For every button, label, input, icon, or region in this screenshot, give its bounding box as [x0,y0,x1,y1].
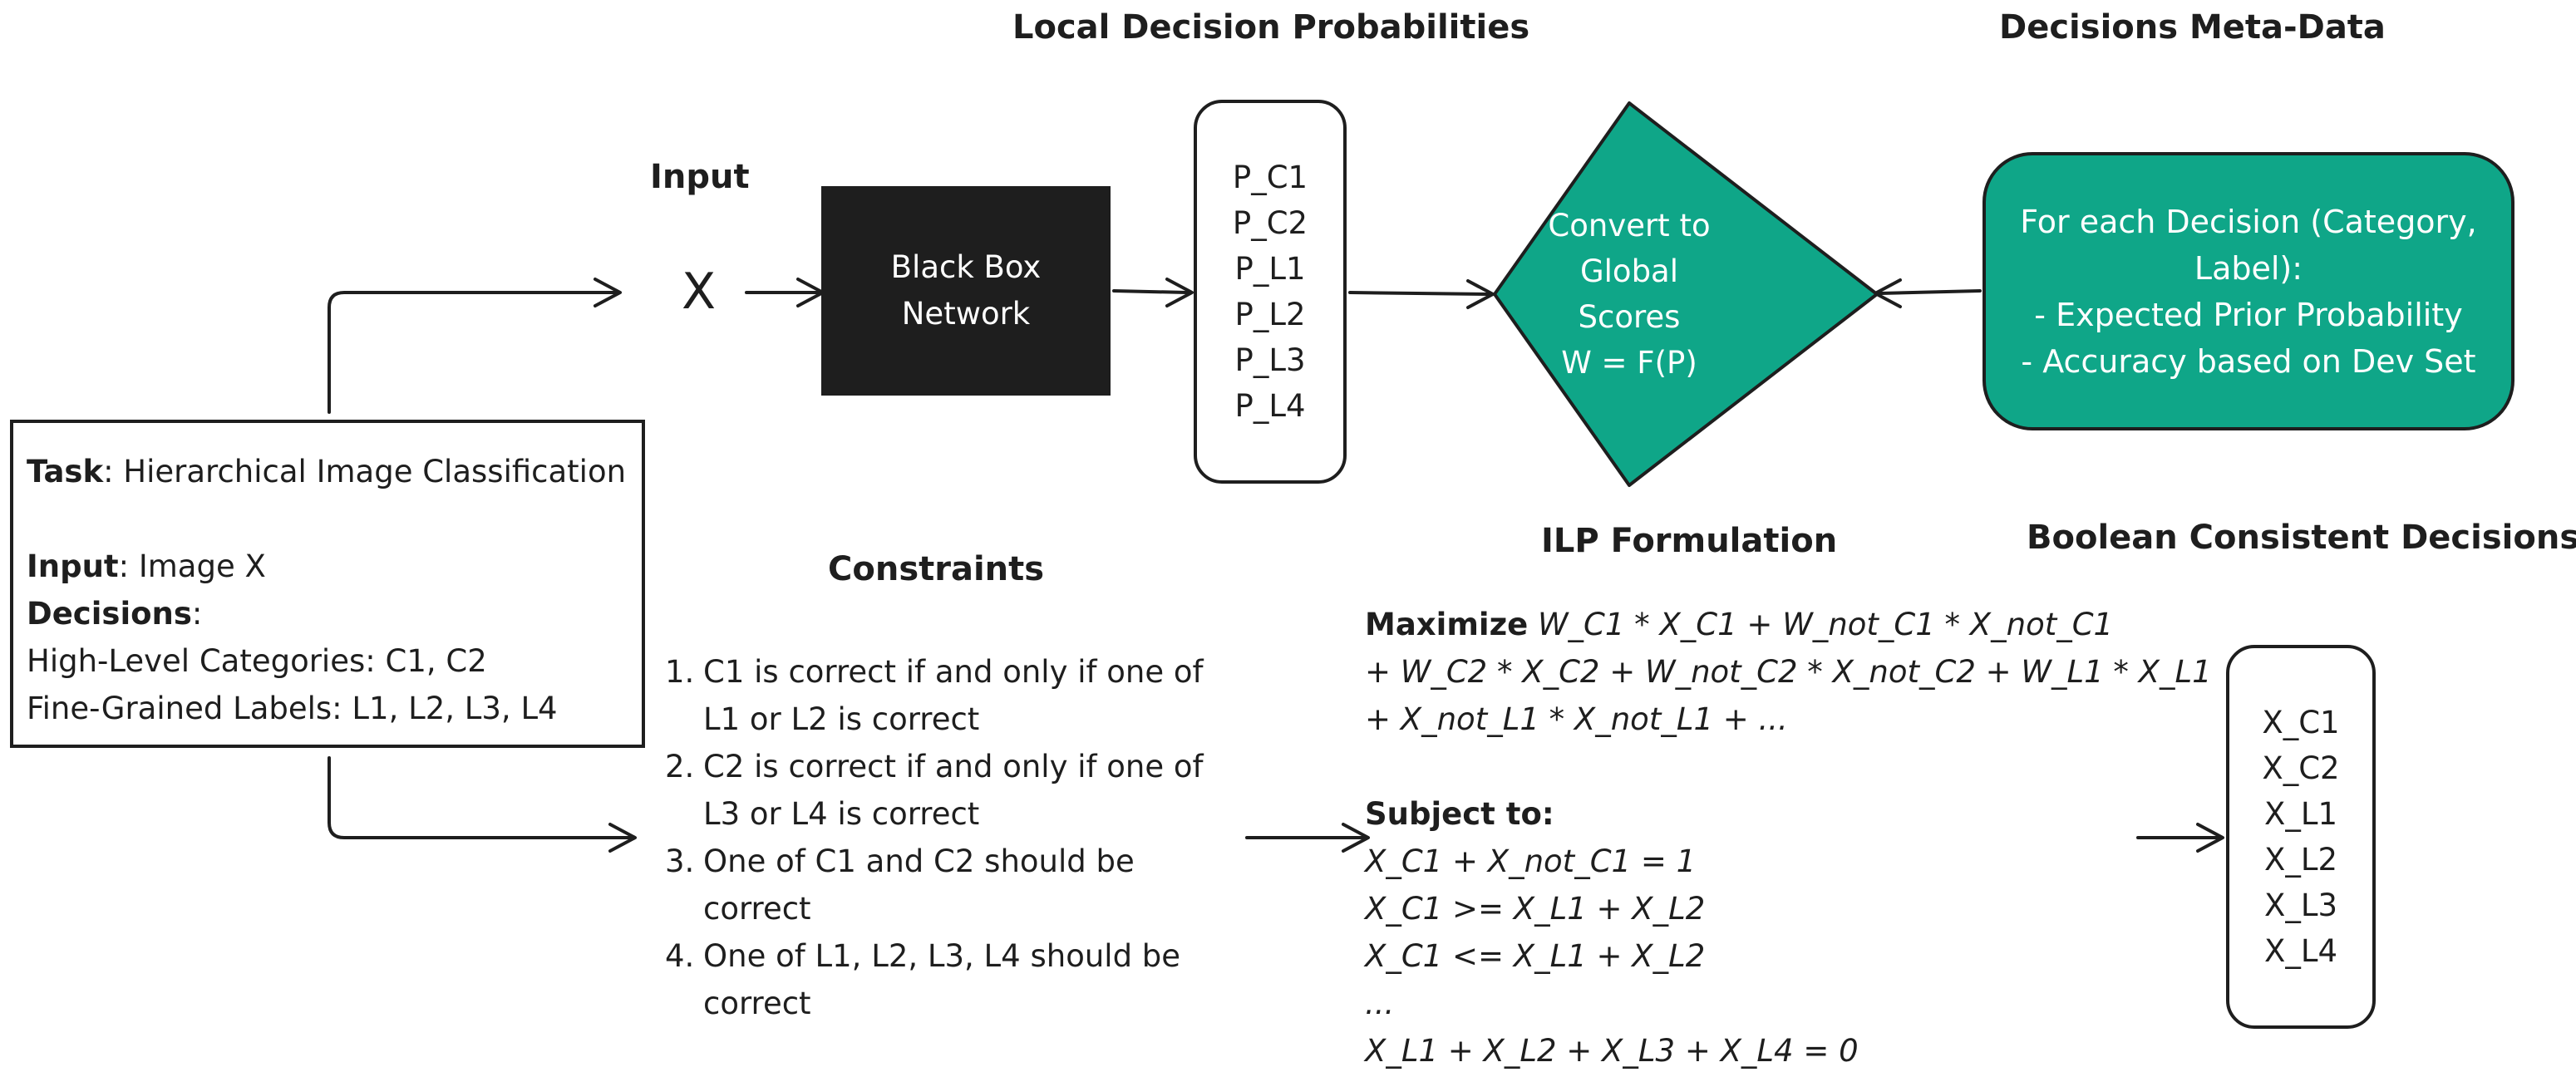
decision-item: X_L4 [2263,933,2337,969]
black-box-line-1: Black Box [890,249,1042,285]
constraint-text: C1 is correct if and only if one of [703,654,1204,690]
constraint-item: 2. C2 is correct if and only if one of L… [665,743,1204,838]
decisions-label: Decisions [27,596,192,632]
convert-diamond [1493,101,1879,487]
input-symbol: X [682,263,717,321]
constraint-item: 1. C1 is correct if and only if one of L… [665,648,1204,743]
heading-local-decision-probabilities: Local Decision Probabilities [1012,8,1530,47]
task-label: Task [27,454,104,489]
probability-item: P_L4 [1234,388,1306,424]
ilp-constraint-line: X_C1 >= X_L1 + X_L2 [1365,891,1706,927]
ilp-constraint-line: X_L1 + X_L2 + X_L3 + X_L4 = 0 [1365,1033,1859,1069]
arrow-probabilities-to-convert [1348,291,1490,296]
task-box: Task: Hierarchical Image Classification … [10,420,645,748]
arrowhead-blackbox-to-probabilities [1165,278,1194,307]
task-line: Task: Hierarchical Image Classification [27,448,628,495]
probability-item: P_L3 [1234,342,1306,378]
arrow-task-to-input [328,291,617,414]
ilp-formulation: Maximize W_C1 * X_C1 + W_not_C1 * X_not_… [1365,601,2212,1072]
black-box-line-2: Network [901,296,1031,332]
decisions-line: Decisions: [27,590,628,637]
objective-line-1: Maximize W_C1 * X_C1 + W_not_C1 * X_not_… [1365,601,2212,648]
decision-item: X_L2 [2263,842,2337,878]
heading-constraints: Constraints [828,550,1045,588]
heading-boolean-consistent-decisions: Boolean Consistent Decisions [2027,519,2576,557]
fine-grained-labels: Fine-Grained Labels: L1, L2, L3, L4 [27,691,558,726]
heading-decisions-meta-data: Decisions Meta-Data [1999,8,2386,47]
decision-item: X_L3 [2263,888,2337,923]
constraint-text: correct [703,891,811,927]
decision-item: X_C2 [2262,750,2340,786]
constraint-text: One of C1 and C2 should be [703,843,1135,879]
meta-line-4: - Accuracy based on Dev Set [2021,342,2476,380]
convert-line-3: Scores [1578,299,1681,335]
high-level-categories: High-Level Categories: C1, C2 [27,643,487,679]
decisions-colon: : [191,596,203,632]
constraint-number: 2. [665,749,695,784]
ilp-constraint-line: X_C1 <= X_L1 + X_L2 [1365,938,1706,974]
ilp-constraint-line: ... [1365,986,1395,1021]
constraint-item: 3. One of C1 and C2 should be correct [665,838,1204,932]
constraint-text: L1 or L2 is correct [703,701,980,737]
maximize-label: Maximize [1365,607,1529,642]
constraint-text: L3 or L4 is correct [703,796,980,832]
meta-line-2: Label): [2194,249,2303,287]
constraint-number: 1. [665,654,695,690]
probability-item: P_C2 [1232,205,1308,241]
objective-line-3: + X_not_L1 * X_not_L1 + ... [1365,701,1788,737]
task-value: : Hierarchical Image Classification [103,454,627,489]
objective-line-2: + W_C2 * X_C2 + W_not_C2 * X_not_C2 + W_… [1365,654,2212,690]
ilp-constraint-line: X_C1 + X_not_C1 = 1 [1365,843,1697,879]
convert-diamond-label: Convert to Global Scores W = F(P) [1521,198,1737,391]
constraint-number: 4. [665,938,695,974]
arrowhead-ilp-to-decisions [2196,823,2224,853]
arrowhead-constraints-to-ilp [1342,823,1370,853]
input-value: : Image X [118,548,266,584]
heading-ilp-formulation: ILP Formulation [1541,522,1838,560]
meta-line-3: - Expected Prior Probability [2034,296,2463,333]
objective-text-1: W_C1 * X_C1 + W_not_C1 * X_not_C1 [1528,607,2114,642]
arrowhead-task-to-constraints [608,823,637,853]
constraint-number: 3. [665,843,695,879]
constraints-list: 1. C1 is correct if and only if one of L… [665,648,1204,1027]
arrow-metadata-to-convert [1879,289,1982,295]
heading-input: Input [650,158,750,196]
convert-line-2: Global [1579,253,1679,289]
arrowhead-task-to-input [594,278,622,307]
input-line: Input: Image X [27,543,628,590]
blank-line [27,495,628,543]
constraint-text: One of L1, L2, L3, L4 should be [703,938,1181,974]
decision-item: X_C1 [2262,705,2340,740]
constraint-text: correct [703,986,811,1021]
input-label: Input [27,548,119,584]
black-box-network: Black Box Network [821,186,1111,396]
probabilities-box: P_C1 P_C2 P_L1 P_L2 P_L3 P_L4 [1194,100,1347,484]
convert-line-4: W = F(P) [1561,345,1697,381]
subject-to-label: Subject to: [1365,796,1554,832]
convert-line-1: Convert to [1548,208,1711,243]
probability-item: P_C1 [1232,160,1308,195]
probability-item: P_L2 [1234,297,1306,332]
meta-line-1: For each Decision (Category, [2020,203,2477,240]
ilp-blank-line [1365,743,2212,790]
decisions-meta-data-box: For each Decision (Category, Label): - E… [1982,152,2514,430]
probability-item: P_L1 [1234,251,1306,287]
arrow-task-to-constraints [328,756,632,839]
decisions-box: X_C1 X_C2 X_L1 X_L2 X_L3 X_L4 [2226,645,2376,1029]
decision-item: X_L1 [2263,796,2337,832]
constraint-item: 4. One of L1, L2, L3, L4 should be corre… [665,932,1204,1027]
constraint-text: C2 is correct if and only if one of [703,749,1204,784]
arrow-blackbox-to-probabilities [1112,289,1189,294]
